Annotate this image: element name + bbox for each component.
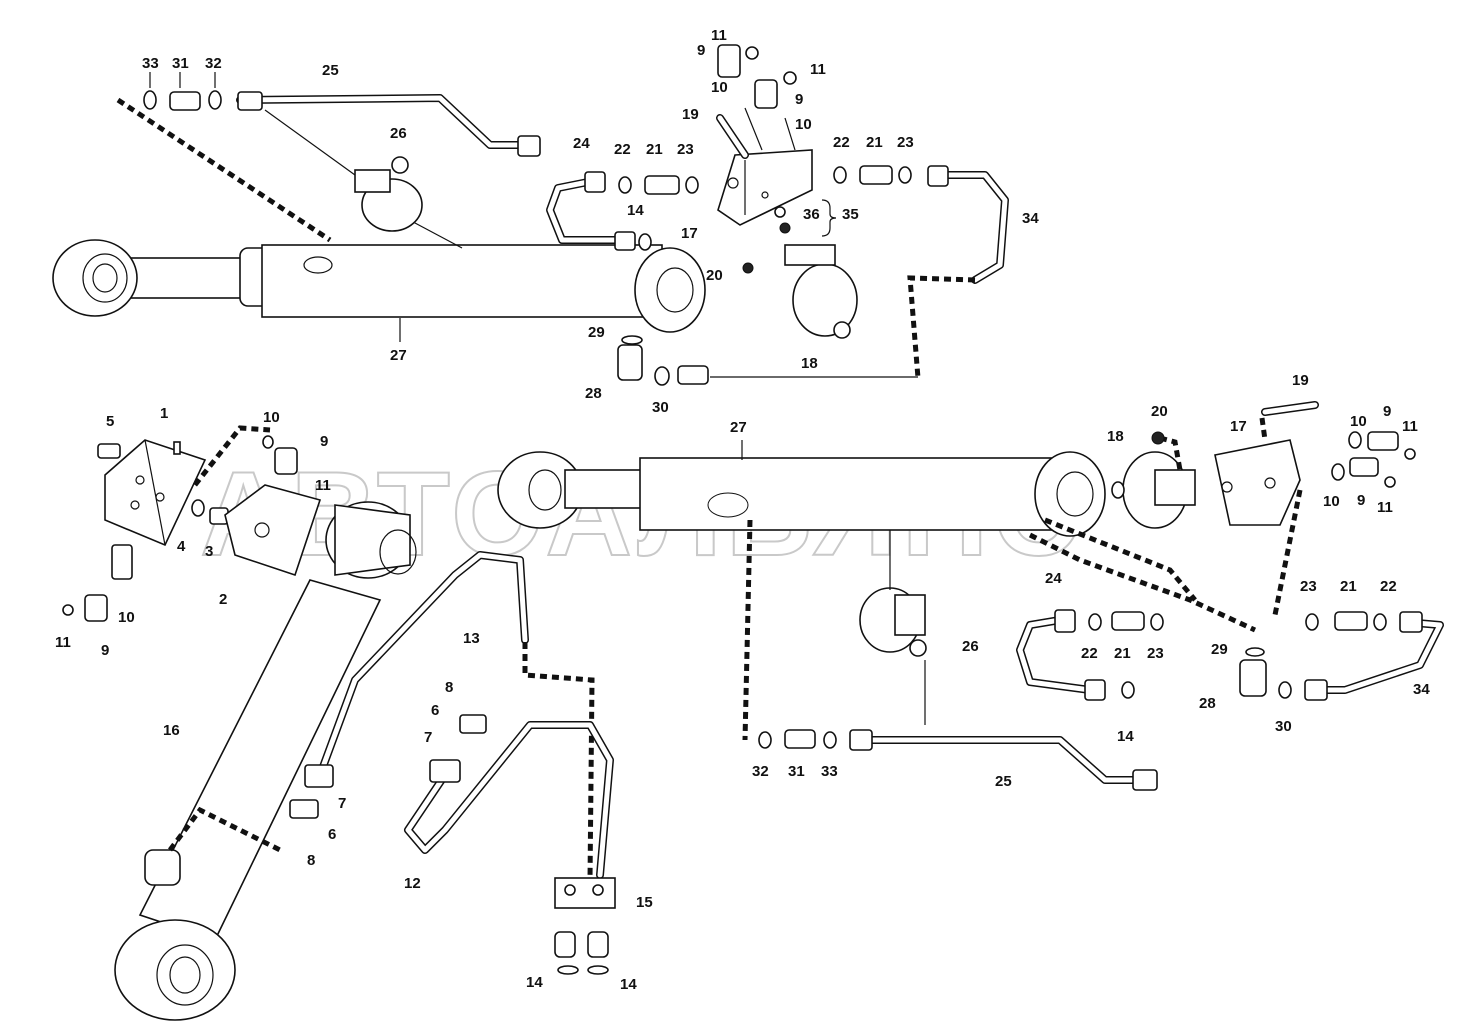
- callout-28: 28: [1199, 695, 1216, 712]
- callout-labels: 33 31 32 25 26 27 11 9 10 11 9 10 19 24 …: [55, 27, 1430, 993]
- callout-20: 20: [1151, 403, 1168, 420]
- callout-14: 14: [620, 976, 637, 993]
- callout-14: 14: [627, 202, 644, 219]
- callout-10: 10: [1323, 493, 1340, 510]
- callout-25: 25: [322, 62, 339, 79]
- callout-30: 30: [652, 399, 669, 416]
- callout-31: 31: [788, 763, 805, 780]
- callout-23: 23: [1147, 645, 1164, 662]
- top-cylinder-assembly: [52, 44, 1009, 386]
- callout-34: 34: [1413, 681, 1430, 698]
- callout-27: 27: [390, 347, 407, 364]
- callout-22: 22: [614, 141, 631, 158]
- callout-12: 12: [404, 875, 421, 892]
- callout-18: 18: [801, 355, 818, 372]
- callout-19: 19: [682, 106, 699, 123]
- callout-10: 10: [795, 116, 812, 133]
- callout-34: 34: [1022, 210, 1039, 227]
- callout-29: 29: [1211, 641, 1228, 658]
- callout-23: 23: [677, 141, 694, 158]
- callout-9: 9: [101, 642, 109, 659]
- callout-23: 23: [1300, 578, 1317, 595]
- callout-8: 8: [445, 679, 453, 696]
- callout-16: 16: [163, 722, 180, 739]
- callout-11: 11: [810, 61, 826, 78]
- callout-25: 25: [995, 773, 1012, 790]
- callout-33: 33: [821, 763, 838, 780]
- callout-28: 28: [585, 385, 602, 402]
- callout-22: 22: [833, 134, 850, 151]
- callout-10: 10: [711, 79, 728, 96]
- callout-9: 9: [697, 42, 705, 59]
- callout-14: 14: [526, 974, 543, 991]
- callout-9: 9: [795, 91, 803, 108]
- callout-6: 6: [328, 826, 336, 843]
- callout-21: 21: [646, 141, 663, 158]
- callout-17: 17: [681, 225, 698, 242]
- callout-21: 21: [866, 134, 883, 151]
- callout-5: 5: [106, 413, 114, 430]
- callout-19: 19: [1292, 372, 1309, 389]
- callout-35: 35: [842, 206, 859, 223]
- callout-10: 10: [263, 409, 280, 426]
- callout-22: 22: [1081, 645, 1098, 662]
- callout-9: 9: [1383, 403, 1391, 420]
- right-cylinder-assembly: [497, 401, 1444, 791]
- callout-6: 6: [431, 702, 439, 719]
- callout-30: 30: [1275, 718, 1292, 735]
- callout-26: 26: [390, 125, 407, 142]
- callout-4: 4: [177, 538, 186, 555]
- callout-3: 3: [205, 543, 213, 560]
- callout-11: 11: [711, 27, 727, 44]
- callout-20: 20: [706, 267, 723, 284]
- callout-9: 9: [320, 433, 328, 450]
- callout-22: 22: [1380, 578, 1397, 595]
- callout-26: 26: [962, 638, 979, 655]
- callout-21: 21: [1340, 578, 1357, 595]
- callout-11: 11: [1402, 418, 1418, 435]
- callout-23: 23: [897, 134, 914, 151]
- callout-24: 24: [573, 135, 590, 152]
- callout-32: 32: [752, 763, 769, 780]
- callout-29: 29: [588, 324, 605, 341]
- callout-11: 11: [55, 634, 71, 651]
- callout-27: 27: [730, 419, 747, 436]
- left-cylinder-assembly: [62, 425, 616, 1021]
- callout-31: 31: [172, 55, 189, 72]
- callout-11: 11: [1377, 499, 1393, 516]
- callout-2: 2: [219, 591, 227, 608]
- callout-1: 1: [160, 405, 168, 422]
- callout-10: 10: [118, 609, 135, 626]
- callout-17: 17: [1230, 418, 1247, 435]
- callout-21: 21: [1114, 645, 1131, 662]
- callout-14: 14: [1117, 728, 1134, 745]
- callout-24: 24: [1045, 570, 1062, 587]
- callout-18: 18: [1107, 428, 1124, 445]
- callout-32: 32: [205, 55, 222, 72]
- callout-7: 7: [338, 795, 346, 812]
- callout-10: 10: [1350, 413, 1367, 430]
- callout-36: 36: [803, 206, 820, 223]
- callout-11: 11: [315, 477, 331, 494]
- callout-8: 8: [307, 852, 315, 869]
- callout-15: 15: [636, 894, 653, 911]
- callout-33: 33: [142, 55, 159, 72]
- callout-7: 7: [424, 729, 432, 746]
- callout-9: 9: [1357, 492, 1365, 509]
- callout-13: 13: [463, 630, 480, 647]
